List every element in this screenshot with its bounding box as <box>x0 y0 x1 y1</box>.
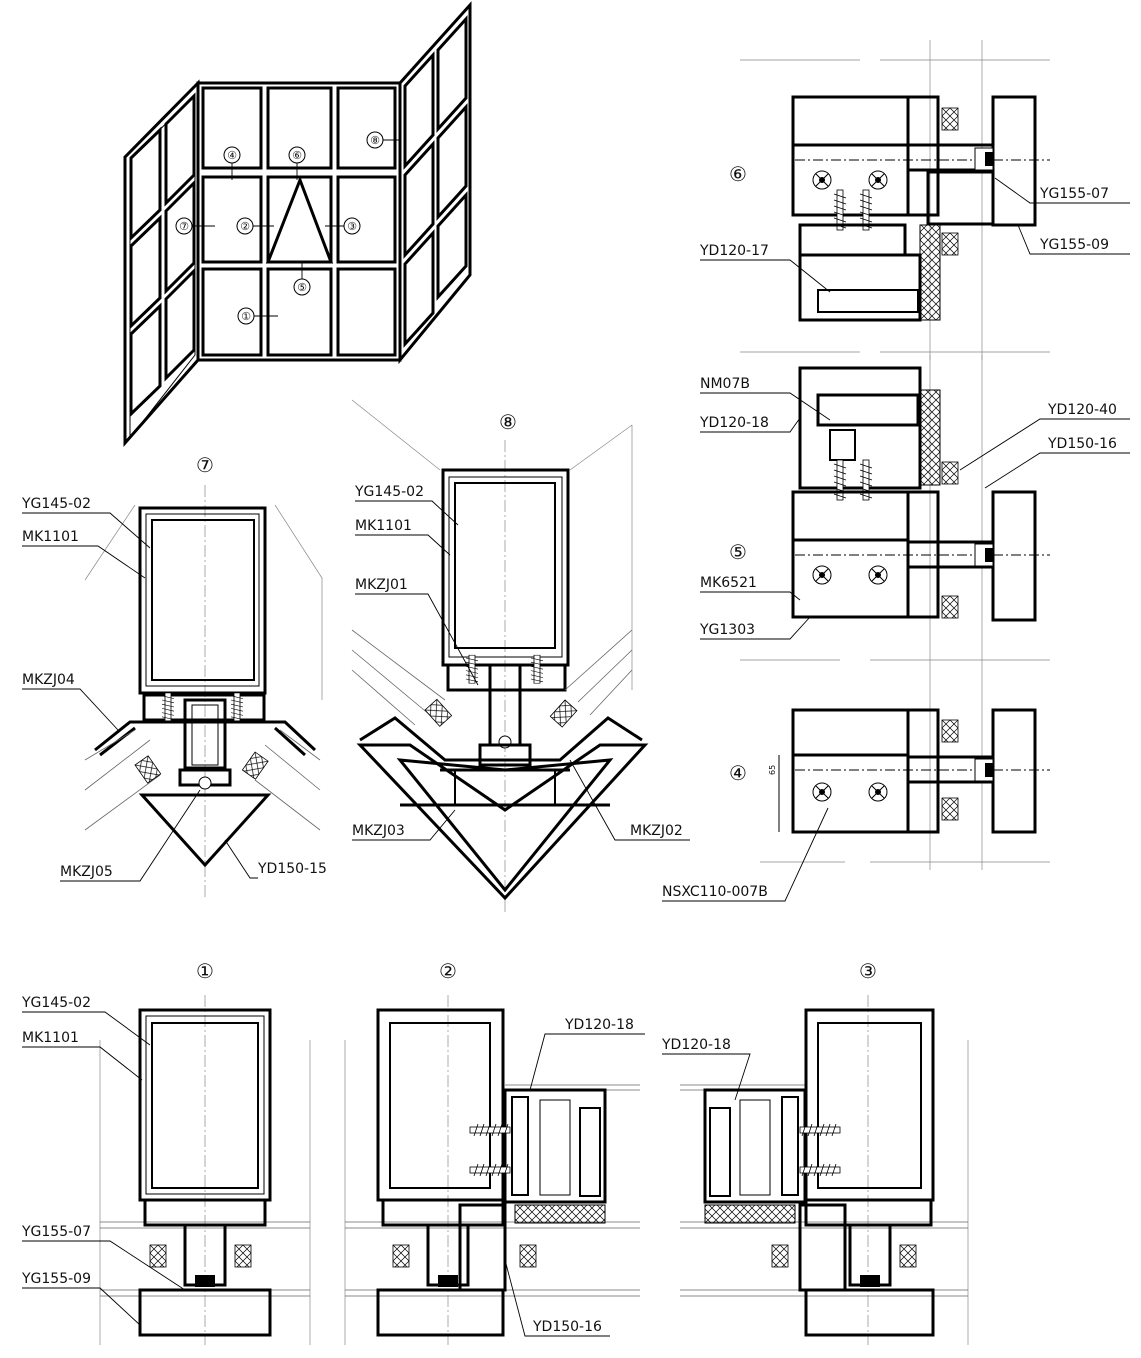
curtain-wall-elevation: ④ ⑥ ⑧ ⑦ ② ③ ⑤ ① <box>123 1 472 447</box>
section-8-title: ⑧ <box>499 410 517 434</box>
label-s7-yg145-02: YG145-02 <box>21 496 91 512</box>
section-2-title: ② <box>439 959 457 983</box>
elevation-marker-3: ③ <box>325 217 361 235</box>
section-4-title: ④ <box>729 761 747 785</box>
svg-text:④: ④ <box>227 149 237 162</box>
label-s5-yd150-16: YD150-16 <box>1047 436 1117 452</box>
svg-text:⑥: ⑥ <box>292 149 302 162</box>
dimension-65: 65 <box>768 765 777 775</box>
section-7-title: ⑦ <box>196 453 214 477</box>
svg-text:⑧: ⑧ <box>370 134 380 147</box>
label-s1-mk1101: MK1101 <box>22 1030 79 1046</box>
label-s8-mk1101: MK1101 <box>355 518 412 534</box>
elevation-marker-8: ⑧ <box>366 131 400 149</box>
svg-text:⑦: ⑦ <box>179 220 189 233</box>
label-s5-yd120-18: YD120-18 <box>699 415 769 431</box>
label-s1-yg145-02: YG145-02 <box>21 995 91 1011</box>
label-s2-yd150-16: YD150-16 <box>532 1319 602 1335</box>
label-s6-yg155-09: YG155-09 <box>1039 237 1109 253</box>
svg-text:⑤: ⑤ <box>297 281 307 294</box>
label-s5-yg1303: YG1303 <box>699 622 755 638</box>
section-6-title: ⑥ <box>729 162 747 186</box>
section-7: ⑦ YG145-02 MK1101 MKZJ04 MKZJ05 YD150-15 <box>21 453 327 900</box>
elevation-marker-1: ① <box>237 307 278 325</box>
svg-text:①: ① <box>241 310 251 323</box>
label-s1-yg155-09: YG155-09 <box>21 1271 91 1287</box>
label-s2-yd120-18: YD120-18 <box>564 1017 634 1033</box>
label-s7-mk1101: MK1101 <box>22 529 79 545</box>
section-4: ④ 65 NSXC110-007B <box>662 690 1050 902</box>
label-s4-nsxc110-007b: NSXC110-007B <box>662 884 768 900</box>
label-s7-mkzj04: MKZJ04 <box>22 672 75 688</box>
label-s6-yg155-07: YG155-07 <box>1039 186 1109 202</box>
label-s5-nm07b: NM07B <box>700 376 750 392</box>
elevation-marker-5: ⑤ <box>293 262 311 296</box>
elevation-marker-7: ⑦ <box>175 217 215 235</box>
section-5-title: ⑤ <box>729 540 747 564</box>
label-s1-yg155-07: YG155-07 <box>21 1224 91 1240</box>
label-s8-mkzj02: MKZJ02 <box>630 823 683 839</box>
elevation-marker-4: ④ <box>223 146 241 180</box>
label-s8-yg145-02: YG145-02 <box>354 484 424 500</box>
label-s5-yd120-40: YD120-40 <box>1047 402 1117 418</box>
label-s6-yd120-17: YD120-17 <box>699 243 769 259</box>
section-8: ⑧ YG145-02 MK1101 MKZJ01 MKZJ03 MKZJ02 <box>351 399 690 915</box>
label-s3-yd120-18: YD120-18 <box>661 1037 731 1053</box>
section-1-title: ① <box>196 959 214 983</box>
label-s7-yd150-15: YD150-15 <box>257 861 327 877</box>
section-5: ⑤ NM07B YD120-18 YD120-40 YD150-16 MK652… <box>699 351 1130 690</box>
section-1: ① YG145-02 MK1101 YG155-07 YG155-09 <box>21 959 311 1345</box>
label-s8-mkzj01: MKZJ01 <box>355 577 408 593</box>
label-s7-mkzj05: MKZJ05 <box>60 864 113 880</box>
svg-text:②: ② <box>240 220 250 233</box>
label-s5-mk6521: MK6521 <box>700 575 757 591</box>
elevation-marker-6: ⑥ <box>288 146 306 180</box>
svg-text:③: ③ <box>347 220 357 233</box>
elevation-marker-2: ② <box>236 217 274 235</box>
section-3-title: ③ <box>859 959 877 983</box>
label-s8-mkzj03: MKZJ03 <box>352 823 405 839</box>
section-3: ③ YD120-18 <box>661 959 969 1345</box>
section-2: ② YD120-18 YD150-16 <box>344 959 645 1345</box>
section-6: ⑥ YG155-07 YG155-09 YD120-17 <box>699 40 1130 360</box>
